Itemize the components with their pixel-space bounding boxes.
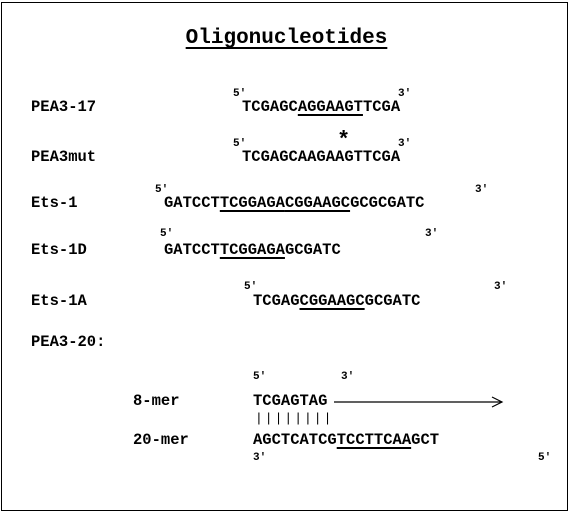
figure-frame	[1, 2, 568, 511]
five-prime-marker: 5′	[160, 228, 174, 240]
three-prime-marker: 3′	[398, 88, 412, 100]
five-prime-marker: 5′	[253, 371, 267, 383]
sequence-pea3mut: TCGAGCAAGAAGTTCGA	[242, 148, 401, 166]
eight-mer-sequence: TCGAGTAG	[253, 392, 328, 410]
three-prime-marker: 3′	[425, 228, 439, 240]
twenty-mer-sequence: AGCTCATCGTCCTTCAAGCT	[253, 431, 440, 449]
row-label-pea3-20: PEA3-20:	[31, 333, 106, 351]
sequence-ets-1d: GATCCTTCGGAGAGCGATC	[164, 241, 341, 259]
five-prime-marker: 5′	[244, 281, 258, 293]
eight-mer-label: 8-mer	[133, 392, 180, 410]
row-label-ets-1a: Ets-1A	[31, 292, 87, 310]
row-label-ets-1: Ets-1	[31, 194, 78, 212]
twenty-mer-label: 20-mer	[133, 431, 189, 449]
row-label-ets-1d: Ets-1D	[31, 241, 87, 259]
figure-title: Oligonucleotides	[185, 27, 388, 50]
five-prime-marker: 5′	[233, 138, 247, 150]
three-prime-marker: 3′	[398, 138, 412, 150]
three-prime-marker: 3′	[253, 452, 267, 464]
three-prime-marker: 3′	[494, 281, 508, 293]
five-prime-marker: 5′	[538, 452, 552, 464]
five-prime-marker: 5′	[233, 88, 247, 100]
base-pair-lines: ||||||||	[255, 411, 334, 426]
extension-arrow-icon	[334, 396, 504, 408]
mutation-asterisk: *	[337, 128, 351, 153]
sequence-ets-1a: TCGAGCGGAAGCGCGATC	[253, 292, 421, 310]
row-label-pea3-17: PEA3-17	[31, 98, 97, 116]
three-prime-marker: 3′	[341, 371, 355, 383]
sequence-ets-1: GATCCTTCGGAGACGGAAGCGCGCGATC	[164, 194, 425, 212]
sequence-pea3-17: TCGAGCAGGAAGTTCGA	[242, 98, 401, 116]
row-label-pea3mut: PEA3mut	[31, 148, 97, 166]
three-prime-marker: 3′	[475, 184, 489, 196]
five-prime-marker: 5′	[155, 184, 169, 196]
